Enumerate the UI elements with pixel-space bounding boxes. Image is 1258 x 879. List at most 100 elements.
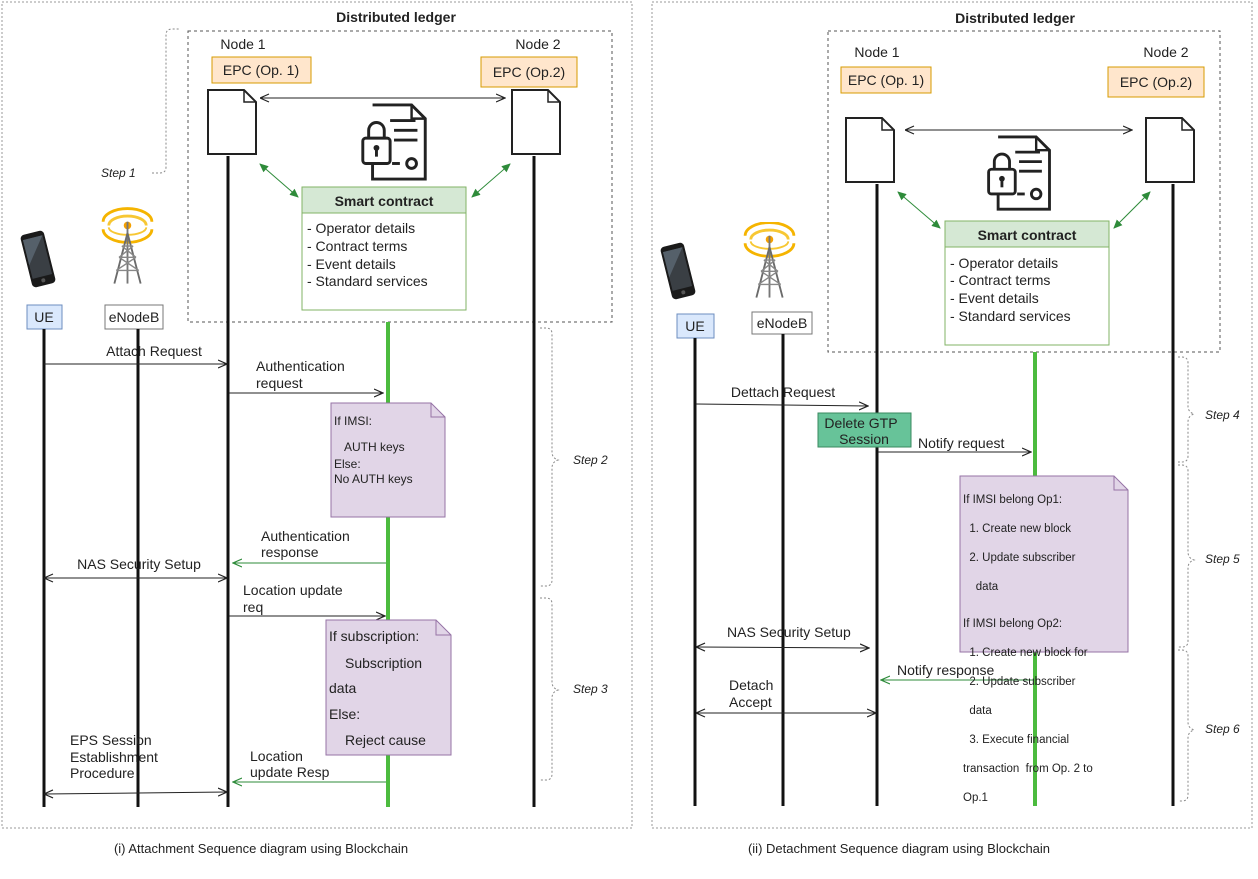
msg-label: NAS Security Setup [727, 624, 851, 640]
note-line: Else: [334, 457, 361, 471]
contract-item: - Event details [307, 256, 396, 272]
node1-contract-arrow [259, 163, 299, 198]
note-line: If subscription: [329, 628, 419, 644]
msg-label: Procedure [70, 765, 135, 781]
note-line: If IMSI belong Op2: [963, 617, 1063, 630]
note-line: data [329, 680, 356, 696]
caption-detachment: (ii) Detachment Sequence diagram using B… [748, 841, 1050, 856]
note-line: Subscription [345, 655, 422, 671]
node2-contract-arrow [1113, 191, 1151, 229]
msg-label: Location update [243, 582, 343, 598]
smart-contract-title: Smart contract [335, 193, 434, 209]
ledger-title: Distributed ledger [955, 10, 1075, 26]
contract-item: - Standard services [950, 308, 1071, 324]
note-line: Else: [329, 706, 360, 722]
epc2-box [480, 56, 578, 88]
contract-item: - Operator details [950, 255, 1058, 271]
contract-item: - Contract terms [307, 238, 407, 254]
note-fold [430, 403, 445, 418]
contract-item: - Contract terms [950, 272, 1050, 288]
phone-icon [19, 229, 57, 289]
msg-label: Location [250, 748, 303, 764]
step4-brace [1178, 356, 1196, 463]
msg-label: Notify response [897, 662, 994, 678]
note-line: Op.1 [963, 791, 988, 804]
caption-attachment: (i) Attachment Sequence diagram using Bl… [114, 841, 408, 856]
ue-box [676, 313, 715, 339]
contract-item: - Standard services [307, 273, 428, 289]
note-fold [1113, 476, 1128, 491]
note-line: data [963, 704, 992, 717]
step5-brace [1178, 464, 1196, 648]
note-line: transaction from Op. 2 to [963, 762, 1093, 775]
epc2-label: EPC (Op.2) [493, 64, 565, 80]
ledger-title: Distributed ledger [336, 9, 456, 25]
phone-icon [659, 241, 697, 301]
msg-label: Attach Request [106, 343, 202, 359]
step1-label: Step 1 [101, 166, 136, 180]
note-line: Reject cause [345, 732, 426, 748]
epc1-label: EPC (Op. 1) [223, 62, 299, 78]
eps-arrow [45, 792, 227, 794]
note-line: If IMSI belong Op1: [963, 493, 1063, 506]
node2-label: Node 2 [1143, 44, 1188, 60]
smart-contract-header [301, 186, 467, 214]
step2-brace [540, 327, 560, 587]
epc2-label: EPC (Op.2) [1120, 74, 1192, 90]
node1-label: Node 1 [220, 36, 265, 52]
note-line: data [963, 580, 999, 593]
note-line: If IMSI: [334, 414, 372, 428]
enodeb-label: eNodeB [109, 309, 160, 325]
step1-brace [152, 28, 180, 174]
epc2-box [1107, 66, 1205, 98]
note-imsi-text: If IMSI belong Op1: 1. Create new block … [963, 478, 1128, 820]
ledger-box [827, 30, 1221, 353]
msg-label: EPS Session [70, 732, 152, 748]
nas-arrow [697, 647, 869, 648]
epc1-label: EPC (Op. 1) [848, 72, 924, 88]
ledger-box [187, 30, 613, 323]
epc1-box [211, 56, 312, 84]
panel-detachment: Distributed ledger Node 1 Node 2 EPC (Op… [651, 1, 1253, 856]
node1-contract-arrow [897, 191, 941, 229]
msg-label: Establishment [70, 749, 158, 765]
msg-label: req [243, 599, 263, 615]
note-line: 3. Execute financial [963, 733, 1070, 746]
note-line: 1. Create new block for [963, 646, 1088, 659]
step3-label: Step 3 [573, 682, 608, 696]
note-auth [330, 402, 446, 518]
node2-contract-arrow [471, 163, 511, 198]
cell-tower-icon [101, 207, 154, 286]
node2-label: Node 2 [515, 36, 560, 52]
note-line: AUTH keys [344, 440, 405, 454]
ue-label: UE [685, 318, 704, 334]
smart-contract-title: Smart contract [978, 227, 1077, 243]
msg-label: Detach [729, 677, 773, 693]
note-line: 2. Update subscriber [963, 675, 1076, 688]
msg-label: Dettach Request [731, 384, 835, 400]
msg-label: request [256, 375, 303, 391]
epc1-box [840, 66, 932, 94]
step2-label: Step 2 [573, 453, 608, 467]
msg-label: Authentication [261, 528, 350, 544]
contract-item: - Operator details [307, 220, 415, 236]
ue-label: UE [34, 309, 53, 325]
step5-label: Step 5 [1205, 552, 1240, 566]
cell-tower-icon [743, 222, 796, 299]
detach-request-arrow [695, 404, 868, 406]
panel-border [651, 1, 1253, 829]
node2-document-icon [1145, 117, 1195, 183]
enodeb-box [104, 304, 164, 330]
step6-brace [1178, 649, 1196, 802]
msg-label: Notify request [918, 435, 1004, 451]
node1-document-icon [207, 89, 257, 155]
note-fold [435, 620, 451, 636]
step4-label: Step 4 [1205, 408, 1240, 422]
smart-contract-lock-icon [987, 135, 1051, 211]
msg-label: update Resp [250, 764, 330, 780]
smart-contract-lock-icon [361, 103, 427, 181]
delete-gtp-label: Session [839, 431, 889, 447]
contract-item: - Event details [950, 290, 1039, 306]
